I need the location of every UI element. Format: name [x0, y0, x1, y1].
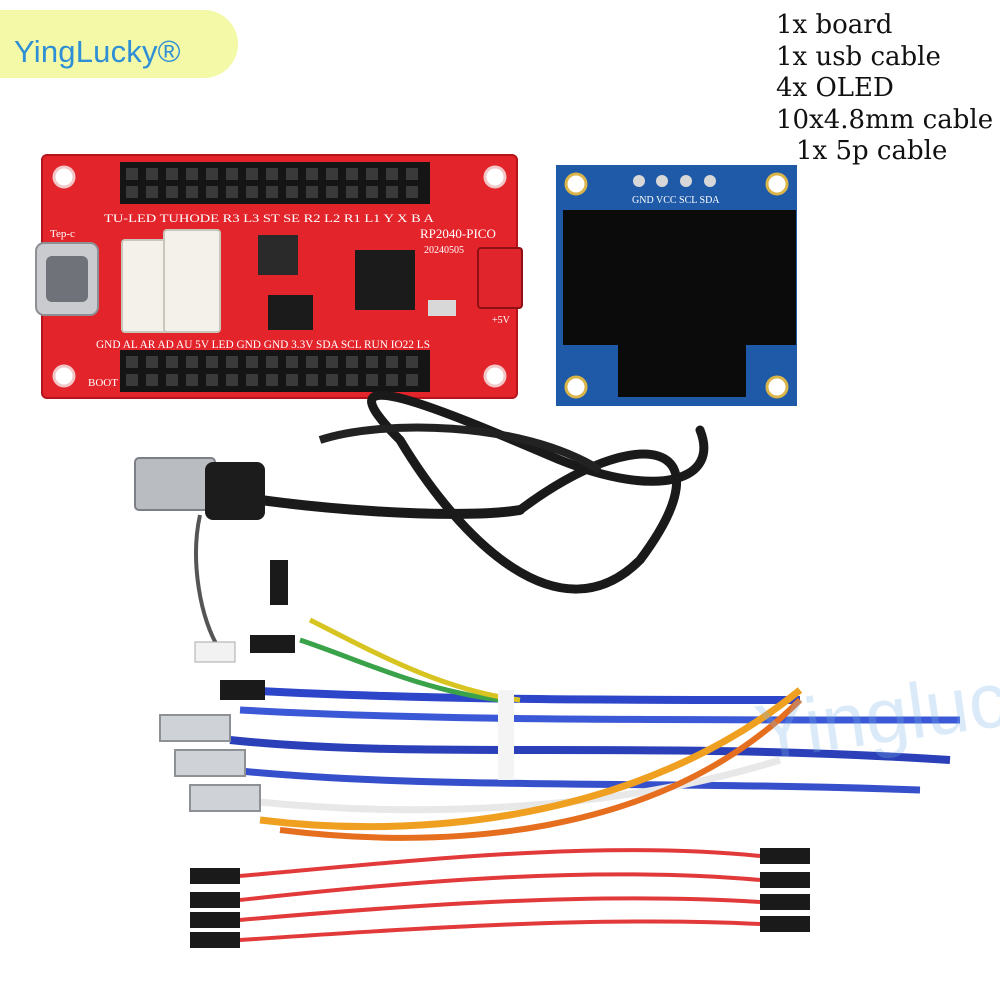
5p-connector	[194, 641, 236, 663]
contents-item-5p-cable: 1x 5p cable	[796, 136, 948, 166]
oled-pin-labels: GND VCC SCL SDA	[632, 195, 720, 206]
cable-tie	[498, 690, 514, 780]
boot-label: BOOT	[88, 377, 118, 389]
package-contents-list: 1x board 1x usb cable 4x OLED 10x4.8mm c…	[776, 10, 998, 168]
usb-a-plug	[134, 457, 216, 511]
controller-board: TU-LED TUHODE R3 L3 ST SE R2 L2 R1 L1 Y …	[35, 154, 523, 399]
contents-item-oled: 4x OLED	[776, 73, 894, 103]
jst-connector-small	[121, 239, 169, 333]
power-connector	[477, 247, 523, 309]
rp2040-chip	[355, 250, 415, 310]
top-pin-header	[120, 162, 430, 204]
usb-cable	[134, 390, 709, 663]
oled-screen	[563, 210, 796, 345]
wire-bundle	[159, 560, 961, 841]
board-model-label: RP2040-PICO	[420, 226, 496, 241]
top-pin-labels: TU-LED TUHODE R3 L3 ST SE R2 L2 R1 L1 Y …	[104, 213, 435, 225]
connector-label: Tep-c	[50, 228, 75, 240]
oled-module: GND VCC SCL SDA	[556, 165, 797, 406]
brand-logo: YingLucky®	[14, 34, 181, 69]
spade-terminal-1	[159, 714, 231, 742]
power-label: +5V	[492, 315, 511, 326]
bottom-pin-header	[120, 350, 430, 392]
usb-c-port	[35, 242, 99, 316]
crystal	[428, 300, 456, 316]
usb-plug-housing	[205, 462, 265, 520]
contents-item-4-8mm-cable: 10x4.8mm cable	[776, 104, 994, 135]
jst-connector-large	[163, 229, 221, 333]
spade-terminal-3	[189, 784, 261, 812]
flash-chip	[268, 295, 313, 330]
dupont-plug-2	[250, 635, 295, 653]
regulator-chip	[258, 235, 298, 275]
contents-item-board: 1x board	[776, 10, 893, 40]
board-date-code: 20240505	[424, 245, 464, 256]
dupont-plug-3	[270, 560, 288, 605]
brand-badge: YingLucky®	[0, 10, 238, 78]
jumper-wires	[190, 848, 810, 948]
bottom-pin-labels: GND AL AR AD AU 5V LED GND GND 3.3V SDA …	[96, 339, 430, 351]
spade-terminal-2	[174, 749, 246, 777]
contents-item-usb-cable: 1x usb cable	[776, 41, 941, 72]
watermark: Yinglucky	[750, 644, 1000, 777]
dupont-plug-1	[220, 680, 265, 700]
